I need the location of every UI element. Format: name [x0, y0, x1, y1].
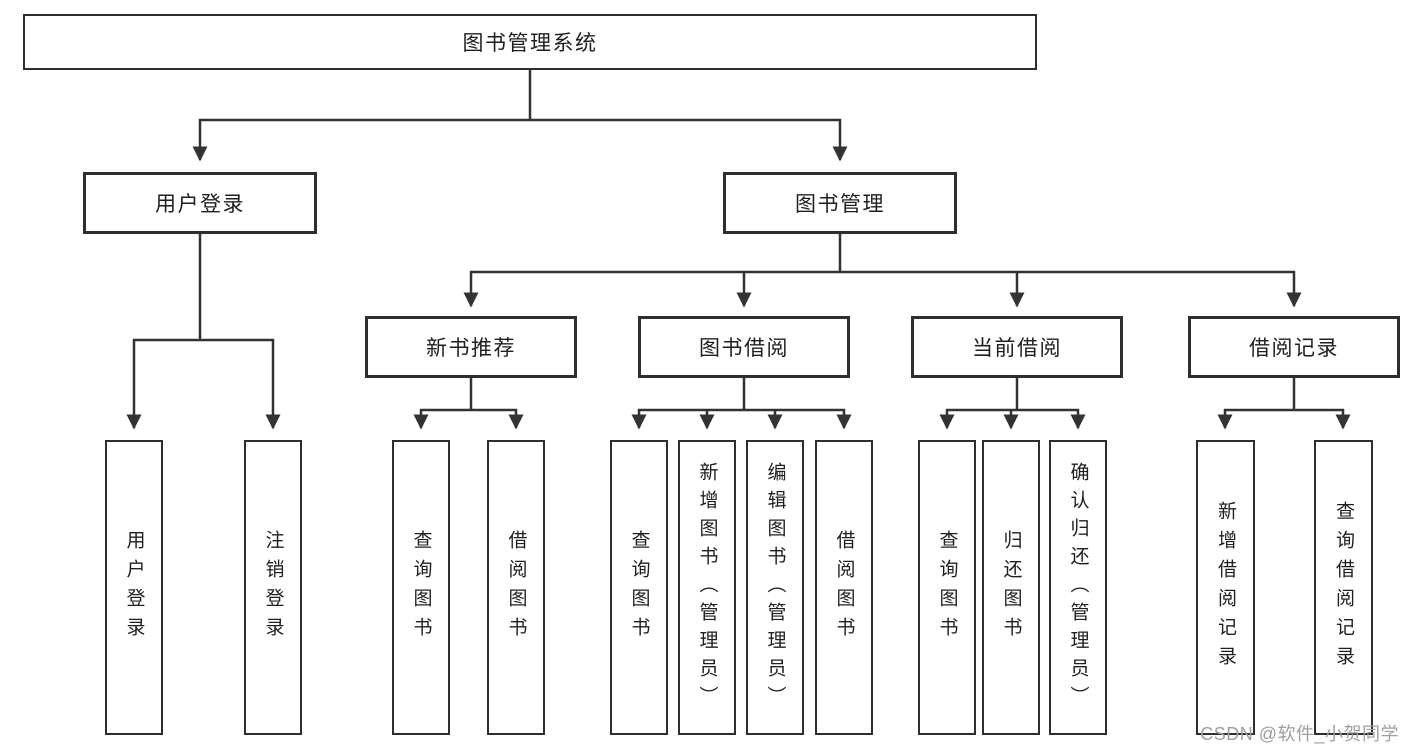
node-book-management: 图书管理: [723, 172, 957, 234]
node-user-login: 用户登录: [83, 172, 317, 234]
leaf-bb-query-books-label: 查询图书: [628, 529, 650, 646]
node-new-book-recommend-label: 新书推荐: [426, 337, 516, 360]
leaf-bb-query-books: 查询图书: [610, 440, 668, 735]
node-current-borrow: 当前借阅: [911, 316, 1123, 378]
leaf-cb-return-books: 归还图书: [982, 440, 1040, 735]
leaf-user-login: 用户登录: [105, 440, 163, 735]
leaf-user-login-label: 用户登录: [123, 529, 145, 646]
node-book-management-label: 图书管理: [795, 193, 885, 216]
node-new-book-recommend: 新书推荐: [365, 316, 577, 378]
csdn-watermark: CSDN @软件_小贺同学: [1200, 724, 1399, 744]
leaf-logout: 注销登录: [244, 440, 302, 735]
leaf-cb-query-books-label: 查询图书: [936, 529, 958, 646]
leaf-bb-edit-books: 编辑图书（管理员）: [746, 440, 804, 735]
node-book-borrow-label: 图书借阅: [699, 337, 789, 360]
leaf-cb-confirm-return-label: 确认归还（管理员）: [1067, 461, 1089, 714]
leaf-bb-add-books: 新增图书（管理员）: [678, 440, 736, 735]
leaf-cb-return-books-label: 归还图书: [1000, 529, 1022, 646]
leaf-br-add-record-label: 新增借阅记录: [1215, 500, 1236, 675]
node-root: 图书管理系统: [23, 14, 1037, 70]
leaf-bb-add-books-label: 新增图书（管理员）: [696, 461, 718, 714]
leaf-nb-borrow-books: 借阅图书: [487, 440, 545, 735]
leaf-cb-query-books: 查询图书: [918, 440, 976, 735]
leaf-nb-query-books: 查询图书: [392, 440, 450, 735]
node-borrow-records: 借阅记录: [1188, 316, 1400, 378]
node-root-label: 图书管理系统: [462, 32, 598, 55]
leaf-br-query-record: 查询借阅记录: [1314, 440, 1373, 735]
leaf-bb-borrow-books-label: 借阅图书: [833, 529, 855, 646]
leaf-bb-borrow-books: 借阅图书: [815, 440, 873, 735]
leaf-nb-borrow-books-label: 借阅图书: [505, 529, 527, 646]
leaf-br-add-record: 新增借阅记录: [1196, 440, 1255, 735]
leaf-cb-confirm-return: 确认归还（管理员）: [1049, 440, 1107, 735]
node-current-borrow-label: 当前借阅: [972, 337, 1062, 360]
leaf-nb-query-books-label: 查询图书: [410, 529, 432, 646]
node-book-borrow: 图书借阅: [638, 316, 850, 378]
connector-group: [126, 70, 1351, 430]
leaf-bb-edit-books-label: 编辑图书（管理员）: [764, 461, 786, 714]
leaf-br-query-record-label: 查询借阅记录: [1333, 500, 1354, 675]
node-borrow-records-label: 借阅记录: [1249, 337, 1339, 360]
leaf-logout-label: 注销登录: [262, 529, 284, 646]
node-user-login-label: 用户登录: [155, 193, 245, 216]
